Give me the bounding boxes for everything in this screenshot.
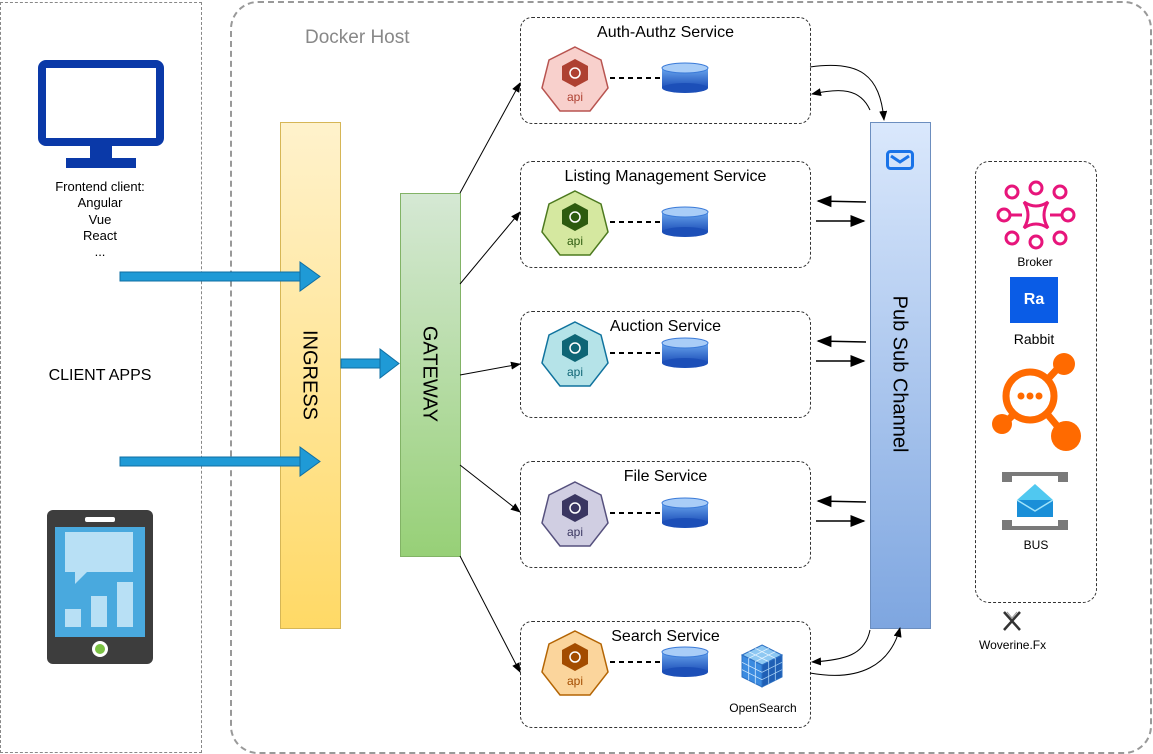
frontend-angular: Angular: [77, 195, 123, 210]
service-title: Search Service: [611, 628, 720, 645]
client-to-ingress-arrow-top: [119, 261, 321, 292]
service-title: Auction Service: [609, 318, 722, 335]
service-title: Auth-Authz Service: [597, 24, 734, 41]
api-text: api: [567, 90, 583, 104]
woverine-x-icon: [1003, 611, 1021, 631]
ingress-to-gateway-arrow: [340, 347, 400, 380]
service-title: File Service: [623, 468, 708, 485]
api-icon-auth: api: [541, 46, 609, 112]
broker-panel: [975, 161, 1097, 603]
database-icon-file: [661, 497, 709, 528]
database-icon-listing: [661, 206, 709, 237]
frontend-vue: Vue: [88, 212, 112, 227]
rabbit-label: Rabbit: [1013, 331, 1055, 347]
api-icon-auction: api: [541, 321, 609, 387]
client-to-ingress-arrow-bottom: [119, 446, 321, 477]
mobile-phone-icon: [47, 510, 153, 664]
api-icon-file: api: [541, 481, 609, 547]
woverine-label: Woverine.Fx: [979, 638, 1047, 652]
database-icon-auction: [661, 337, 709, 368]
opensearch-label: OpenSearch: [729, 701, 797, 715]
client-apps-label: CLIENT APPS: [48, 367, 152, 384]
pubsub-channel-bar: [870, 122, 931, 629]
api-text: api: [567, 365, 583, 379]
api-text: api: [567, 234, 583, 248]
api-text: api: [567, 674, 583, 688]
mail-icon: [886, 150, 914, 170]
desktop-monitor-icon: [38, 60, 164, 168]
kafka-hub-icon: [992, 353, 1081, 451]
frontend-title: Frontend client:: [55, 179, 145, 194]
docker-host-label: Docker Host: [305, 27, 410, 48]
database-icon-search: [661, 646, 709, 677]
frontend-more: ...: [94, 244, 106, 259]
api-icon-listing: api: [541, 190, 609, 256]
broker-label: Broker: [1017, 255, 1053, 269]
broker-icon: [996, 180, 1076, 250]
database-icon-auth: [661, 62, 709, 93]
api-icon-search: api: [541, 630, 609, 696]
service-bus-icon: [1002, 472, 1068, 530]
bus-label: BUS: [1023, 538, 1049, 552]
api-text: api: [567, 525, 583, 539]
opensearch-cube-icon: [740, 644, 784, 688]
ingress-bar: [280, 122, 341, 629]
service-title: Listing Management Service: [564, 168, 767, 185]
gateway-bar: [400, 193, 461, 557]
frontend-react: React: [83, 228, 117, 243]
rabbit-badge-icon: Ra: [1010, 277, 1058, 323]
